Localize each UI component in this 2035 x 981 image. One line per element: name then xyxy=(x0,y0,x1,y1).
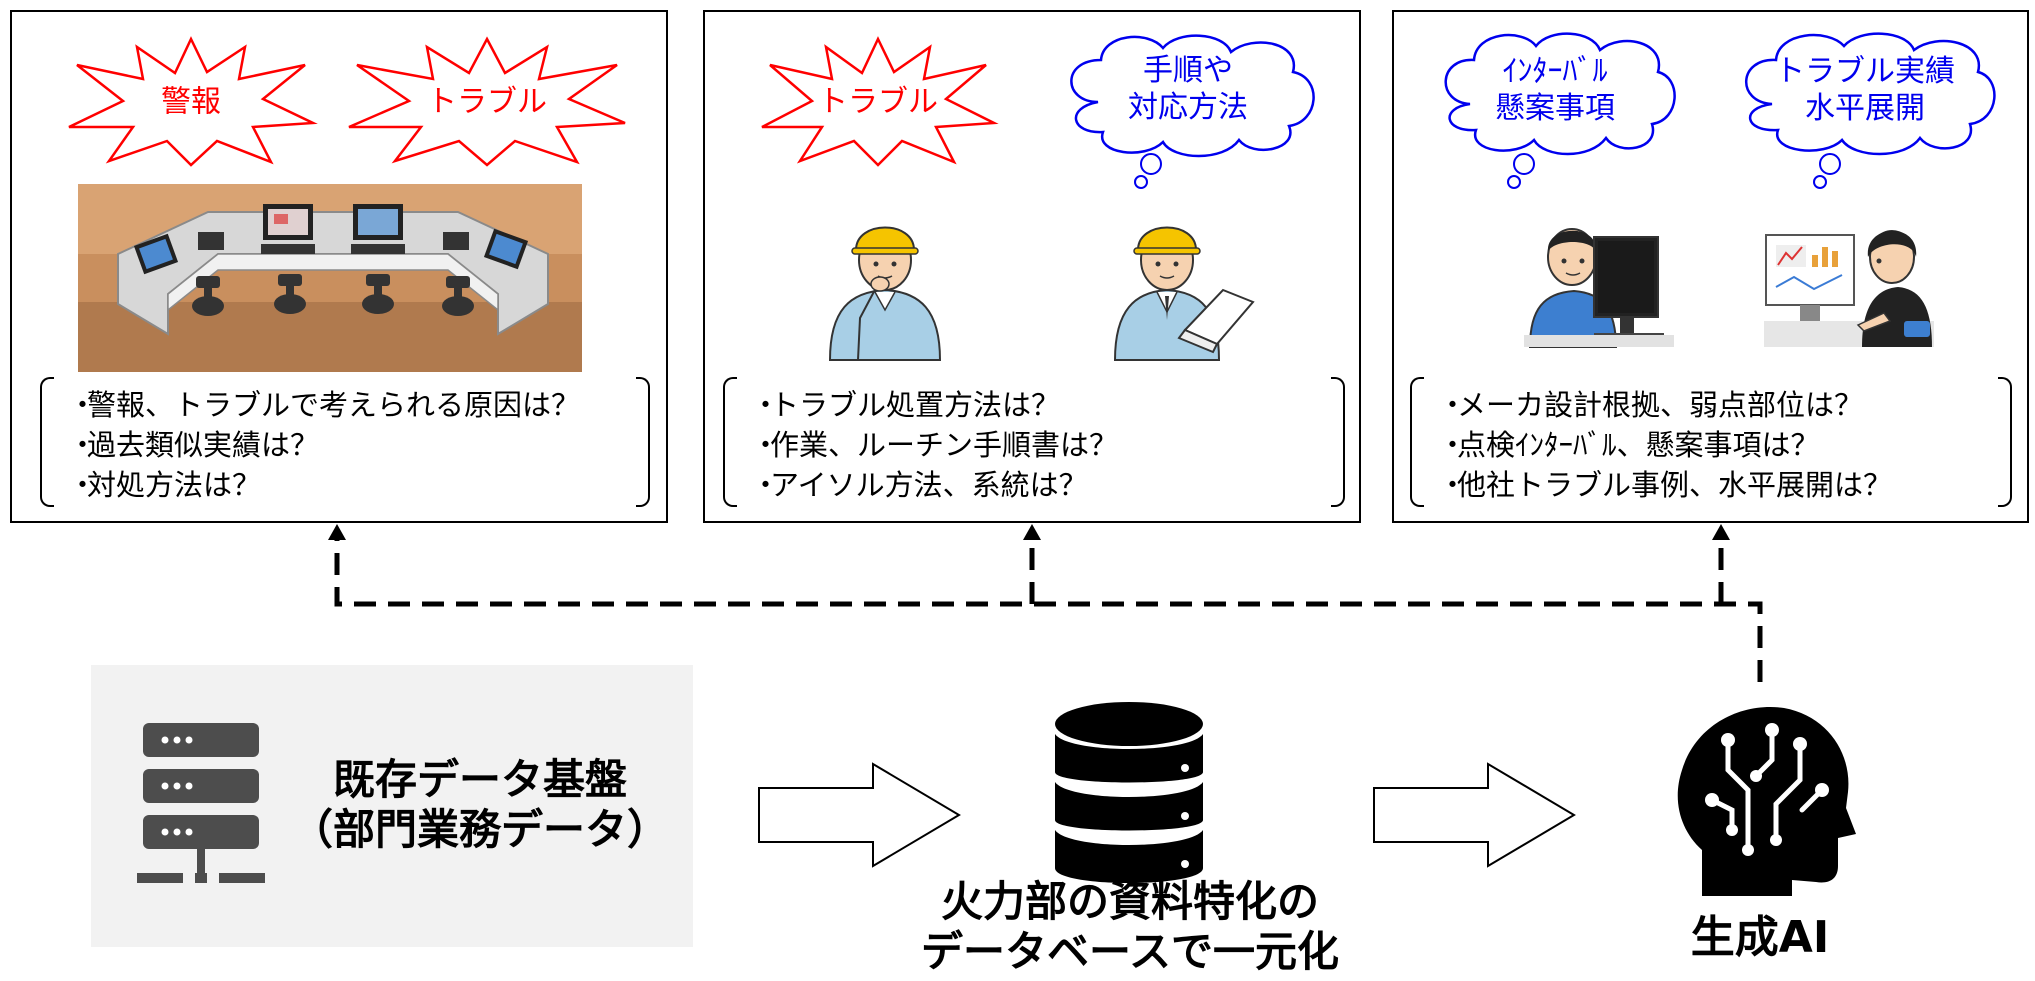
database-label: 火力部の資料特化の データベースで一元化 xyxy=(921,877,1339,977)
existing-data-label: 既存データ基盤 （部門業務データ） xyxy=(290,755,669,855)
outline-arrow-icon xyxy=(1373,762,1576,868)
question-item: 他社トラブル事例、水平展開は？ xyxy=(1438,465,2012,505)
arrowhead-icon xyxy=(328,524,346,540)
worker-illustration xyxy=(1113,226,1255,361)
question-item: 過去類似実績は？ xyxy=(68,425,650,465)
question-item: アイソル方法、系統は？ xyxy=(751,465,1345,505)
question-item: 作業、ルーチン手順書は？ xyxy=(751,425,1345,465)
outline-arrow-icon xyxy=(758,762,961,868)
question-item: トラブル処置方法は？ xyxy=(751,385,1345,425)
panel-control-room: 警報 トラブル 警報、ト xyxy=(10,10,668,523)
ai-head-icon xyxy=(1677,707,1856,896)
question-item: メーカ設計根拠、弱点部位は？ xyxy=(1438,385,2012,425)
thought-cloud-icon: ｲﾝﾀｰﾊﾞﾙ 懸案事項 xyxy=(1430,26,1680,191)
question-item: 警報、トラブルで考えられる原因は？ xyxy=(68,385,650,425)
thought-cloud-icon: トラブル実績 水平展開 xyxy=(1730,26,2000,191)
control-room-illustration xyxy=(78,184,582,372)
question-item: 点検ｲﾝﾀｰﾊﾞﾙ、懸案事項は？ xyxy=(1438,425,2012,465)
existing-data-box xyxy=(91,665,693,947)
server-rack-icon xyxy=(137,723,265,883)
question-list: メーカ設計根拠、弱点部位は？ 点検ｲﾝﾀｰﾊﾞﾙ、懸案事項は？ 他社トラブル事例… xyxy=(1410,377,2012,507)
burst-label: 警報 xyxy=(161,84,221,120)
database-icon xyxy=(1055,702,1203,883)
arrowhead-icon xyxy=(1023,524,1041,540)
explosion-burst-icon: 警報 xyxy=(67,36,318,167)
arrowhead-icon xyxy=(1712,524,1730,540)
question-list: 警報、トラブルで考えられる原因は？ 過去類似実績は？ 対処方法は？ xyxy=(40,377,650,507)
engineer-illustration xyxy=(1524,228,1674,348)
engineer-illustration xyxy=(1764,230,1934,347)
ai-label: 生成AI xyxy=(1690,912,1830,963)
burst-label: トラブル xyxy=(818,84,938,120)
explosion-burst-icon: トラブル xyxy=(347,36,627,167)
thought-cloud-icon: 手順や 対応方法 xyxy=(1053,30,1323,190)
question-item: 対処方法は？ xyxy=(68,465,650,505)
panel-engineering: ｲﾝﾀｰﾊﾞﾙ 懸案事項 トラブル実績 水平展開 xyxy=(1392,10,2029,523)
explosion-burst-icon: トラブル xyxy=(760,36,999,167)
question-list: トラブル処置方法は？ 作業、ルーチン手順書は？ アイソル方法、系統は？ xyxy=(723,377,1345,507)
panel-field-work: トラブル 手順や 対応方法 xyxy=(703,10,1361,523)
thought-label: 手順や 対応方法 xyxy=(1128,53,1248,125)
thought-label: ｲﾝﾀｰﾊﾞﾙ 懸案事項 xyxy=(1495,54,1615,126)
thought-label: トラブル実績 水平展開 xyxy=(1775,54,1955,126)
burst-label: トラブル xyxy=(427,84,547,120)
worker-illustration xyxy=(828,226,942,361)
